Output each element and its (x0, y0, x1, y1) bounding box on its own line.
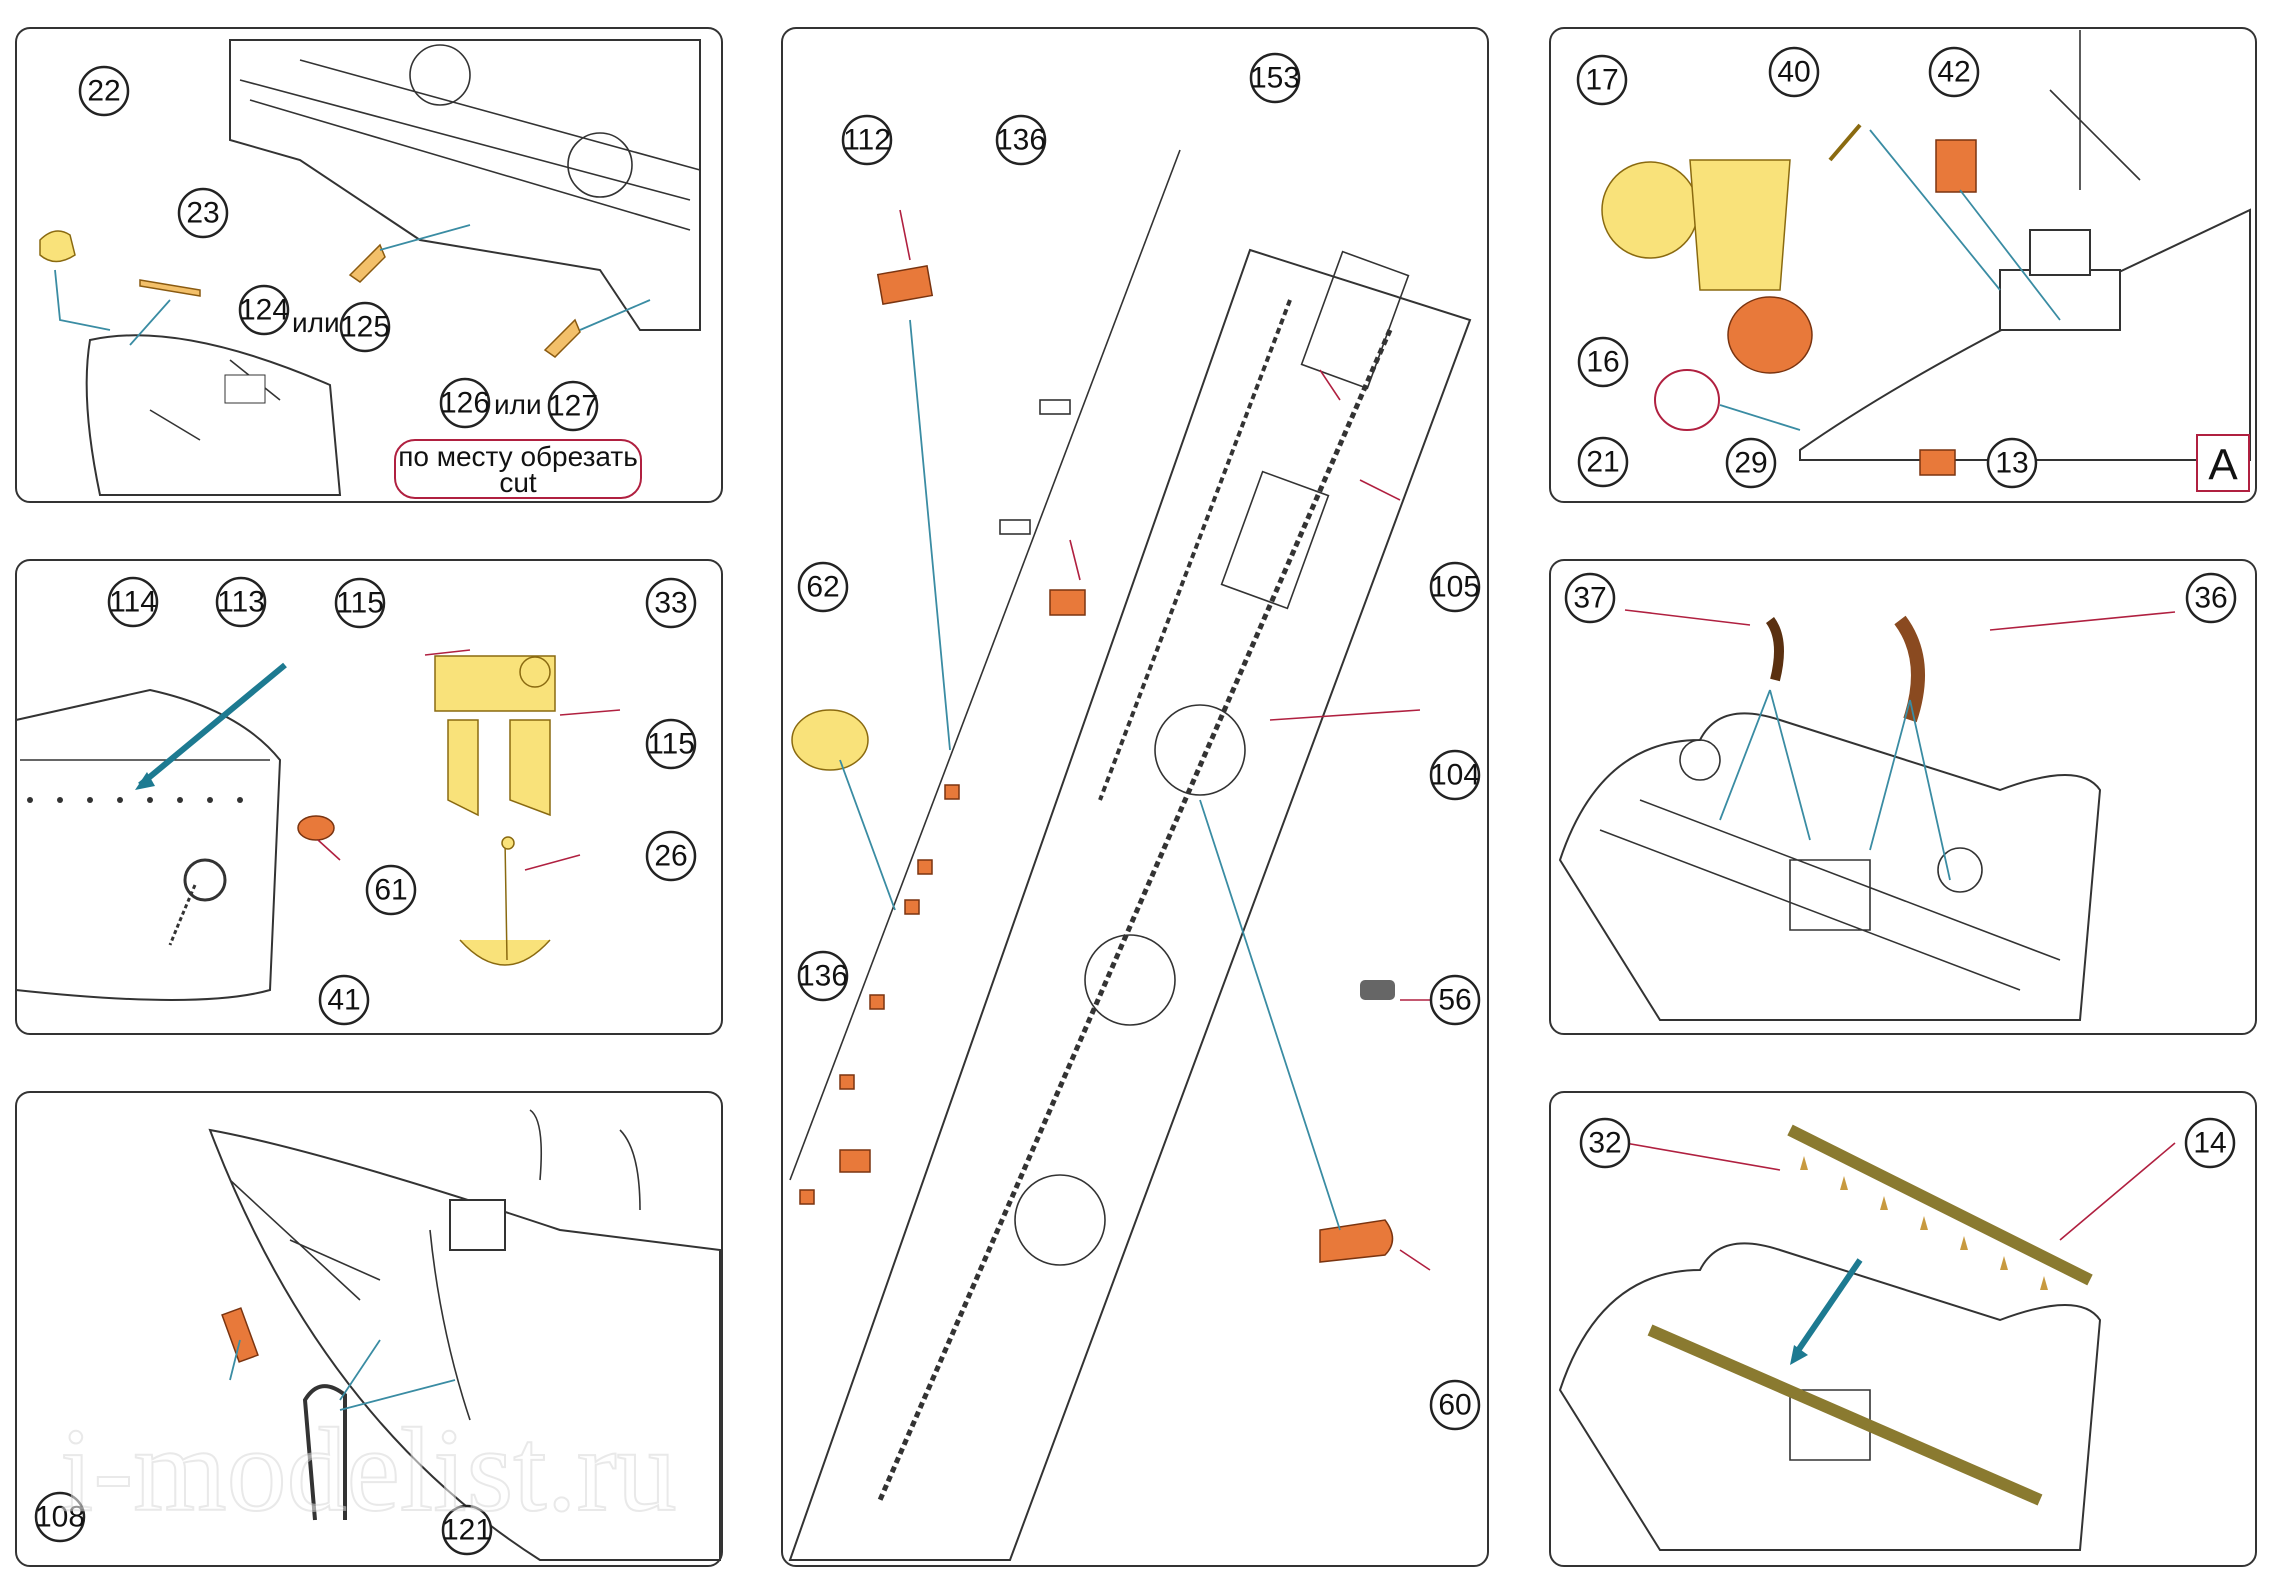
callout-114: 114 (107, 576, 159, 628)
panel-deck-railings: 32 14 (1549, 1091, 2257, 1567)
callout-61: 61 (365, 864, 417, 916)
panel-bulwark-brackets: 37 36 (1549, 559, 2257, 1035)
callout-14: 14 (2184, 1117, 2236, 1169)
callout-125: 125 (339, 301, 391, 353)
svg-text:17: 17 (1585, 64, 1618, 97)
svg-text:104: 104 (1430, 759, 1480, 792)
callout-62: 62 (797, 561, 849, 613)
callout-108: 108 (34, 1491, 86, 1543)
svg-text:56: 56 (1438, 984, 1471, 1017)
callout-22: 22 (78, 65, 130, 117)
svg-text:60: 60 (1438, 1389, 1471, 1422)
svg-text:124: 124 (239, 294, 289, 327)
svg-text:113: 113 (217, 586, 265, 619)
svg-text:по месту обрезать: по месту обрезать (398, 441, 638, 472)
svg-text:32: 32 (1588, 1127, 1621, 1160)
callout-26: 26 (645, 830, 697, 882)
svg-text:29: 29 (1734, 447, 1767, 480)
svg-text:136: 136 (996, 124, 1046, 157)
svg-text:41: 41 (327, 984, 360, 1017)
callout-23: 23 (177, 187, 229, 239)
svg-text:153: 153 (1250, 62, 1300, 95)
svg-text:115: 115 (647, 728, 695, 761)
callout-121: 121 (441, 1504, 493, 1556)
callout-32: 32 (1579, 1117, 1631, 1169)
svg-text:126: 126 (440, 387, 490, 420)
callout-16: 16 (1577, 336, 1629, 388)
svg-text:127: 127 (548, 390, 598, 423)
callout-115b: 115 (645, 718, 697, 770)
svg-text:26: 26 (654, 840, 687, 873)
svg-text:121: 121 (442, 1514, 492, 1547)
watermark: i-modelist.ru (60, 1403, 677, 1536)
svg-text:33: 33 (654, 587, 687, 620)
svg-text:62: 62 (806, 571, 839, 604)
callout-36: 36 (2185, 572, 2237, 624)
callout-124: 124 (238, 284, 290, 336)
callout-56: 56 (1429, 974, 1481, 1026)
svg-text:A: A (2208, 441, 2238, 490)
cut-note-box: по месту обрезать cut (394, 439, 642, 499)
svg-text:114: 114 (109, 586, 157, 619)
panel-superstructure: 17 40 42 16 21 29 13 A (1549, 27, 2257, 503)
svg-text:21: 21 (1586, 446, 1619, 479)
svg-text:115: 115 (336, 587, 384, 620)
svg-text:37: 37 (1573, 582, 1606, 615)
svg-text:16: 16 (1586, 346, 1619, 379)
callout-136: 136 (995, 114, 1047, 166)
svg-text:108: 108 (35, 1501, 85, 1534)
svg-text:22: 22 (87, 75, 120, 108)
callout-105: 105 (1429, 561, 1481, 613)
callout-17: 17 (1576, 54, 1628, 106)
svg-text:13: 13 (1995, 447, 2028, 480)
svg-text:105: 105 (1430, 571, 1480, 604)
callout-126: 126 (439, 377, 491, 429)
callout-41: 41 (318, 974, 370, 1026)
panel-bow-rails: 108 121 (15, 1091, 723, 1567)
panel-bow-deck-details: 22 23 124 или 125 126 или 127 по месту о… (15, 27, 723, 503)
svg-text:61: 61 (374, 874, 407, 907)
svg-text:36: 36 (2194, 582, 2227, 615)
panel-main-deck: 112 136 153 62 105 104 136 56 60 (781, 27, 1489, 1567)
callout-42: 42 (1928, 46, 1980, 98)
callout-21: 21 (1577, 436, 1629, 488)
callout-112: 112 (841, 114, 893, 166)
callout-37: 37 (1564, 572, 1616, 624)
callout-153: 153 (1249, 52, 1301, 104)
svg-text:cut: cut (499, 467, 537, 498)
svg-text:23: 23 (186, 197, 219, 230)
svg-text:136: 136 (798, 960, 848, 993)
callout-40: 40 (1768, 46, 1820, 98)
callout-136b: 136 (797, 950, 849, 1002)
callout-33: 33 (645, 577, 697, 629)
callout-29: 29 (1725, 437, 1777, 489)
callout-104: 104 (1429, 749, 1481, 801)
svg-text:42: 42 (1937, 56, 1970, 89)
callout-13: 13 (1986, 437, 2038, 489)
view-label-box: A (2196, 434, 2250, 492)
callout-127: 127 (547, 380, 599, 432)
or-word: или (494, 389, 542, 420)
panel-anchor-details: 114 113 115 33 115 61 26 41 (15, 559, 723, 1035)
svg-text:14: 14 (2193, 1127, 2226, 1160)
callout-115: 115 (334, 577, 386, 629)
callout-60: 60 (1429, 1379, 1481, 1431)
or-word: или (292, 307, 340, 338)
svg-text:125: 125 (340, 311, 390, 344)
svg-text:112: 112 (843, 124, 891, 157)
svg-text:40: 40 (1777, 56, 1810, 89)
callout-113: 113 (215, 576, 267, 628)
